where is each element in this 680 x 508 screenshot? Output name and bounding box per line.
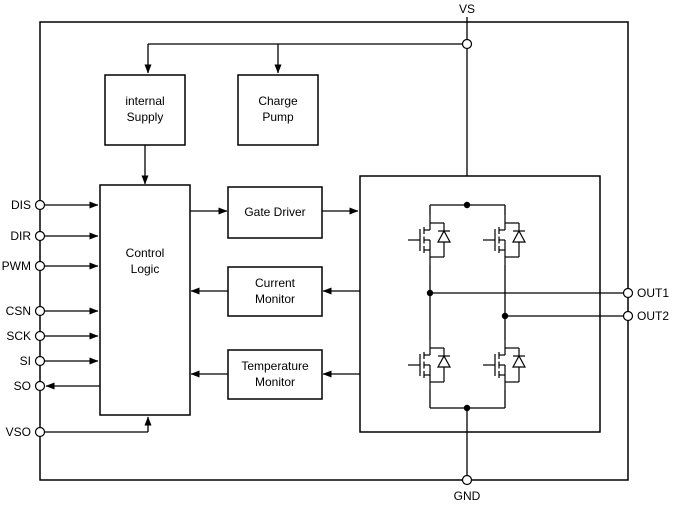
si-pin-label: SI: [20, 354, 31, 368]
out1-pin: [622, 287, 634, 299]
out2-pin: [622, 310, 634, 322]
h-bridge: [359, 175, 601, 433]
current-monitor-box: [227, 266, 323, 317]
out-pins: OUT1 OUT2: [430, 286, 669, 323]
out2-pin-label: OUT2: [637, 309, 669, 323]
gnd-pin: [461, 474, 473, 486]
vso-pin-label: VSO: [6, 425, 31, 439]
so-pin-label: SO: [14, 379, 31, 393]
internal-supply-box: [104, 74, 186, 146]
control-logic-box: [99, 184, 191, 416]
vs-net: VS: [144, 2, 475, 205]
charge-pump-box: [237, 74, 319, 146]
control-logic-label-line1: Control: [126, 246, 165, 260]
control-logic-label-line2: Logic: [131, 262, 160, 276]
temperature-monitor-block: Temperature Monitor: [227, 349, 323, 400]
csn-pin-label: CSN: [6, 304, 31, 318]
gate-driver-box: [227, 186, 323, 239]
gate-driver-block: Gate Driver: [227, 186, 323, 239]
sck-pin-label: SCK: [6, 329, 31, 343]
gate-driver-label: Gate Driver: [244, 205, 305, 219]
internal-supply-block: internal Supply: [104, 74, 186, 146]
vs-pin-label: VS: [459, 2, 475, 16]
si-pin: [34, 355, 46, 367]
sck-pin: [34, 330, 46, 342]
temperature-monitor-label-line2: Monitor: [255, 375, 295, 389]
block-interconnects: [190, 207, 360, 378]
gnd-pin-label: GND: [454, 489, 481, 503]
gnd-net: GND: [454, 408, 481, 503]
temperature-monitor-box: [227, 349, 323, 400]
current-monitor-block: Current Monitor: [227, 266, 323, 317]
left-pins: DIS DIR PWM CSN SCK SI SO VSO: [2, 198, 152, 439]
vs-pin: [461, 38, 473, 50]
control-logic-block: Control Logic: [99, 184, 191, 416]
internal-supply-label-line1: internal: [125, 94, 164, 108]
charge-pump-label-line1: Charge: [258, 94, 298, 108]
vso-pin: [34, 426, 46, 438]
charge-pump-label-line2: Pump: [262, 110, 294, 124]
current-monitor-label-line1: Current: [255, 276, 296, 290]
dis-pin: [34, 199, 46, 211]
so-pin: [34, 380, 46, 392]
out1-pin-label: OUT1: [637, 286, 669, 300]
h-bridge-box: [359, 175, 601, 433]
current-monitor-label-line2: Monitor: [255, 292, 295, 306]
pwm-pin-label: PWM: [2, 259, 31, 273]
vs-rail-junction-dot: [463, 201, 471, 209]
pwm-pin: [34, 260, 46, 272]
charge-pump-block: Charge Pump: [237, 74, 319, 146]
dis-pin-label: DIS: [11, 198, 31, 212]
csn-pin: [34, 305, 46, 317]
dir-pin: [34, 230, 46, 242]
internal-supply-label-line2: Supply: [127, 110, 164, 124]
temperature-monitor-label-line1: Temperature: [241, 359, 309, 373]
dir-pin-label: DIR: [10, 229, 31, 243]
